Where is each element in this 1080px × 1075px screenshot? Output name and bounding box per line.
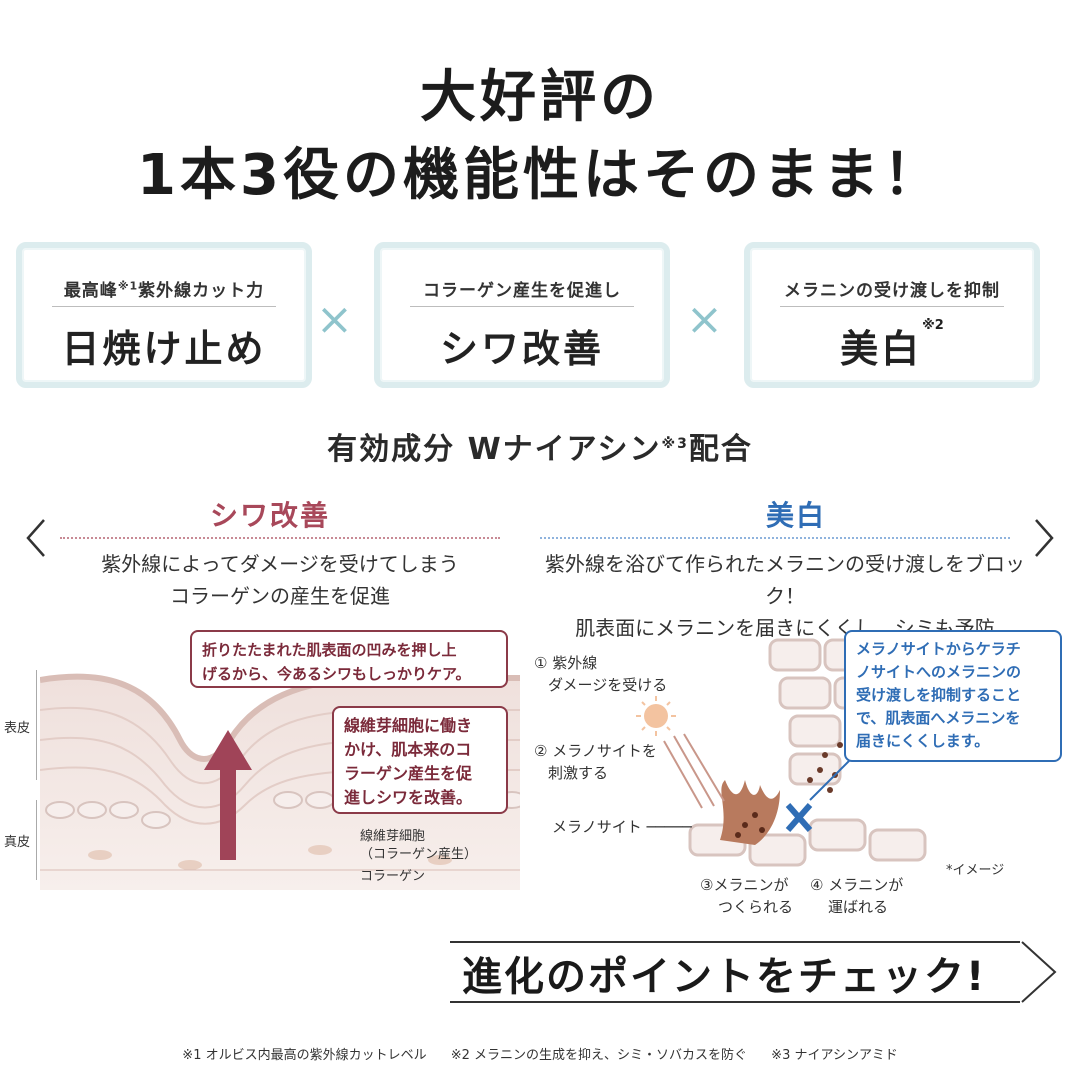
headline-line-2: 1本3役の機能性はそのまま！ [137,143,943,208]
epidermis-label: 表皮 [4,721,31,736]
headline-line-1: 大好評の [420,65,660,130]
feature-card-whitening: メラニンの受け渡しを抑制 美白※2 [744,242,1040,388]
dermis-label: 真皮 [4,835,31,850]
wrinkle-section-divider [60,537,500,539]
footnote-3: ※3 ナイアシンアミド [771,1048,898,1063]
card-divider [410,306,634,307]
step-4-melanin-carried: ④ メラニンが 運ばれる [810,876,904,916]
footnote-2: ※2 メラニンの生成を抑え、シミ・ソバカスを防ぐ [450,1048,748,1063]
card-subtitle: メラニンの受け渡しを抑制 [784,281,1000,301]
step-2-stimulate: ② メラノサイトを 刺激する [534,742,657,782]
melanocyte-label: メラノサイト ───── [552,818,692,836]
wrinkle-callout-surface: 折りたたまれた肌表面の凹みを押し上 げるから、今あるシワもしっかりケア。 [190,630,508,688]
feature-card-wrinkle: コラーゲン産生を促進し シワ改善 [374,242,670,388]
card-title: シワ改善 [439,327,604,371]
check-button-label[interactable]: 進化のポイントをチェック! [462,954,987,1000]
whitening-section-divider [540,537,1010,539]
step-1-uv-damage: ① 紫外線 ダメージを受ける [534,654,668,694]
times-icon: × [686,294,723,345]
chevron-left-icon[interactable] [26,518,46,558]
dermis-bracket [36,800,37,880]
card-title: 美白※2 [840,318,944,371]
footnotes: ※1 オルビス内最高の紫外線カットレベル ※2 メラニンの生成を抑え、シミ・ソバ… [0,1044,1080,1063]
wrinkle-description: 紫外線によってダメージを受けてしまう コラーゲンの産生を促進 [101,552,459,608]
sun-icon [636,696,725,809]
whitening-section-title: 美白 [766,499,827,532]
whitening-description: 紫外線を浴びて作られたメラニンの受け渡しをブロック！ 肌表面にメラニンを届きにく… [545,552,1025,640]
times-icon: × [316,294,353,345]
wrinkle-section-title: シワ改善 [210,499,331,532]
wrinkle-callout-fibroblast: 線維芽細胞に働き かけ、肌本来のコ ラーゲン産生を促 進しシワを改善。 [332,706,508,814]
card-divider [52,306,276,307]
card-subtitle: コラーゲン産生を促進し [423,281,621,301]
card-subtitle: 最高峰※1紫外線カット力 [63,279,265,301]
chevron-right-icon[interactable] [1034,518,1054,558]
whitening-callout: メラノサイトからケラチ ノサイトへのメラニンの 受け渡しを抑制すること で、肌表… [844,630,1062,762]
collagen-label: コラーゲン [360,869,426,884]
ingredient-line: 有効成分 Wナイアシン※3配合 [327,432,753,467]
fibroblast-label: 線維芽細胞 （コラーゲン産生） [360,829,478,862]
card-title: 日焼け止め [61,327,267,371]
epidermis-bracket [36,670,37,780]
step-3-melanin-made: ③メラニンが つくられる [700,876,794,916]
feature-card-sunscreen: 最高峰※1紫外線カット力 日焼け止め [16,242,312,388]
card-divider [780,306,1004,307]
image-note: *イメージ [946,863,1005,878]
footnote-1: ※1 オルビス内最高の紫外線カットレベル [182,1048,427,1063]
check-evolution-button[interactable] [450,940,1060,1004]
